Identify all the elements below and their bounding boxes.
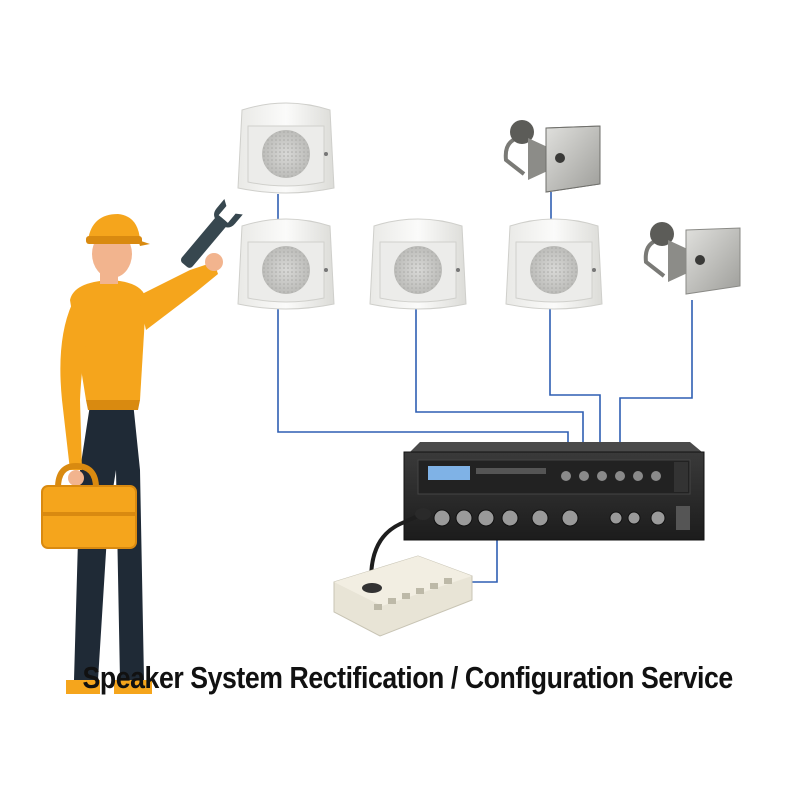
toolbox-icon <box>41 462 137 549</box>
technician-icon <box>60 214 223 694</box>
wall-speaker-icon <box>237 218 335 310</box>
wire-wall-speaker-2 <box>415 308 584 452</box>
wire-wall-speaker-3 <box>549 308 601 452</box>
paging-microphone-icon <box>333 508 473 637</box>
horn-speaker-icon <box>503 120 601 193</box>
wall-speaker-icon <box>369 218 467 310</box>
horn-speaker-icon <box>643 222 741 295</box>
wall-speaker-icon <box>237 102 335 194</box>
wall-speaker-icon <box>505 218 603 310</box>
service-caption: Speaker System Rectification / Configura… <box>82 660 734 695</box>
mixer-amplifier-icon <box>403 442 705 541</box>
wrench-icon <box>180 199 243 268</box>
wire-horn-2 <box>619 300 693 452</box>
wire-wall-speaker-1 <box>277 308 569 452</box>
